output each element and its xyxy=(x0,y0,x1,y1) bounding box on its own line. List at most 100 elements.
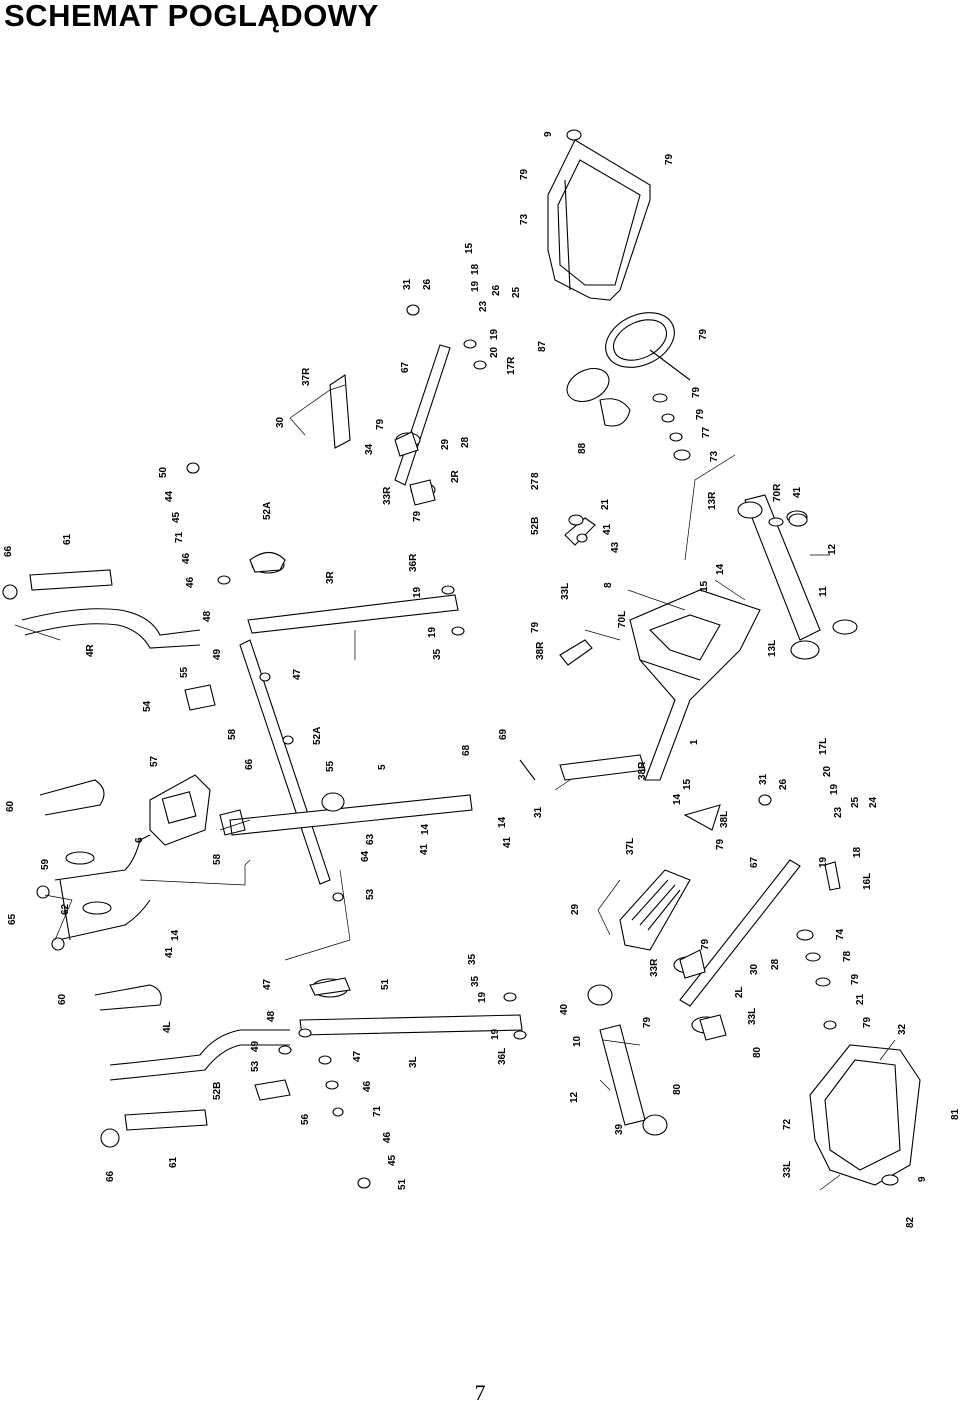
part-label: 48 xyxy=(266,1010,277,1022)
part-label: 46 xyxy=(362,1080,373,1092)
part-label: 19 xyxy=(412,586,423,598)
part-label: 72 xyxy=(782,1118,793,1130)
part-label: 38R xyxy=(637,761,648,780)
part-label: 79 xyxy=(375,418,386,430)
part-label: 79 xyxy=(862,1016,873,1028)
part-label: 26 xyxy=(778,778,789,790)
part-label: 12 xyxy=(827,543,838,555)
part-label: 28 xyxy=(770,958,781,970)
part-label: 31 xyxy=(402,278,413,290)
center-handlebar-6 xyxy=(54,834,151,941)
page-title: SCHEMAT POGLĄDOWY xyxy=(4,0,379,33)
part-label: 58 xyxy=(212,853,223,865)
part-label: 59 xyxy=(40,858,51,870)
part-label: 74 xyxy=(835,928,846,940)
part-label: 47 xyxy=(292,668,303,680)
part-label: 14 xyxy=(497,816,508,828)
center-post-5 xyxy=(229,792,473,836)
part-label: 46 xyxy=(185,576,196,588)
part-label: 15 xyxy=(464,242,475,254)
console-56 xyxy=(149,774,246,846)
part-label: 18 xyxy=(470,263,481,275)
part-label: 64 xyxy=(360,850,371,862)
part-label: 26 xyxy=(422,278,433,290)
part-label: 47 xyxy=(262,978,273,990)
part-label: 62 xyxy=(60,903,71,915)
part-label: 25 xyxy=(850,796,861,808)
part-label: 19 xyxy=(427,626,438,638)
part-label: 3L xyxy=(408,1056,419,1068)
part-label: 79 xyxy=(698,328,709,340)
part-label: 68 xyxy=(461,744,472,756)
part-label: 52B xyxy=(530,517,541,535)
part-label: 14 xyxy=(715,563,726,575)
handlebar-4L xyxy=(100,1029,290,1148)
front-cover-70R xyxy=(547,129,651,301)
part-label: 2R xyxy=(450,469,461,483)
part-label: 40 xyxy=(559,1003,570,1015)
part-label: 9 xyxy=(917,1176,928,1182)
part-label: 57 xyxy=(149,755,160,767)
part-label: 46 xyxy=(382,1131,393,1143)
part-label: 38L xyxy=(719,811,730,828)
part-label: 34 xyxy=(364,443,375,455)
part-label: 45 xyxy=(171,511,182,523)
part-label: 49 xyxy=(250,1040,261,1052)
seat-tube-38 xyxy=(587,984,668,1136)
part-label: 21 xyxy=(600,498,611,510)
part-label: 12 xyxy=(569,1091,580,1103)
part-label: 19 xyxy=(477,991,488,1003)
part-label: 36L xyxy=(497,1048,508,1065)
part-label: 88 xyxy=(577,442,588,454)
part-label: 66 xyxy=(244,758,255,770)
part-label: 80 xyxy=(672,1083,683,1095)
part-label: 25 xyxy=(511,286,522,298)
part-label: 58 xyxy=(227,728,238,740)
part-label: 79 xyxy=(664,153,675,165)
part-label: 79 xyxy=(850,973,861,985)
part-label: 45 xyxy=(387,1154,398,1166)
part-label: 21 xyxy=(855,993,866,1005)
part-label: 41 xyxy=(502,836,513,848)
part-label: 33L xyxy=(747,1008,758,1025)
part-label: 55 xyxy=(179,666,190,678)
part-label: 14 xyxy=(420,823,431,835)
part-label: 66 xyxy=(3,545,14,557)
part-label: 36R xyxy=(408,553,419,572)
part-label: 37R xyxy=(301,367,312,386)
part-label: 71 xyxy=(372,1105,383,1117)
part-label: 52B xyxy=(212,1082,223,1100)
part-label: 79 xyxy=(519,168,530,180)
part-label: 24 xyxy=(868,796,879,808)
part-label: 87 xyxy=(537,340,548,352)
part-label: 4R xyxy=(85,643,96,657)
part-label: 14 xyxy=(672,793,683,805)
part-label: 18 xyxy=(852,846,863,858)
part-label: 9 xyxy=(543,131,554,137)
part-label: 17R xyxy=(506,356,517,375)
part-label: 81 xyxy=(950,1108,960,1120)
part-label: 8 xyxy=(603,582,614,588)
part-label: 56 xyxy=(300,1113,311,1125)
part-label: 65 xyxy=(7,913,18,925)
part-label: 66 xyxy=(105,1170,116,1182)
part-label: 19 xyxy=(490,1028,501,1040)
part-label: 6 xyxy=(134,837,145,843)
part-label: 29 xyxy=(440,438,451,450)
part-label: 19 xyxy=(489,328,500,340)
part-label: 31 xyxy=(533,806,544,818)
part-label: 16L xyxy=(862,873,873,890)
pedal-36L xyxy=(619,869,691,951)
part-label: 38R xyxy=(535,641,546,660)
lower-grips-60 xyxy=(39,779,162,1011)
rear-cover-70L xyxy=(809,1044,921,1186)
part-label: 20 xyxy=(489,346,500,358)
main-frame-1 xyxy=(519,494,858,781)
part-label: 73 xyxy=(519,213,530,225)
part-label: 60 xyxy=(5,800,16,812)
part-label: 23 xyxy=(478,300,489,312)
part-label: 41 xyxy=(602,523,613,535)
part-label: 80 xyxy=(752,1046,763,1058)
part-label: 70L xyxy=(617,611,628,628)
part-label: 41 xyxy=(164,946,175,958)
